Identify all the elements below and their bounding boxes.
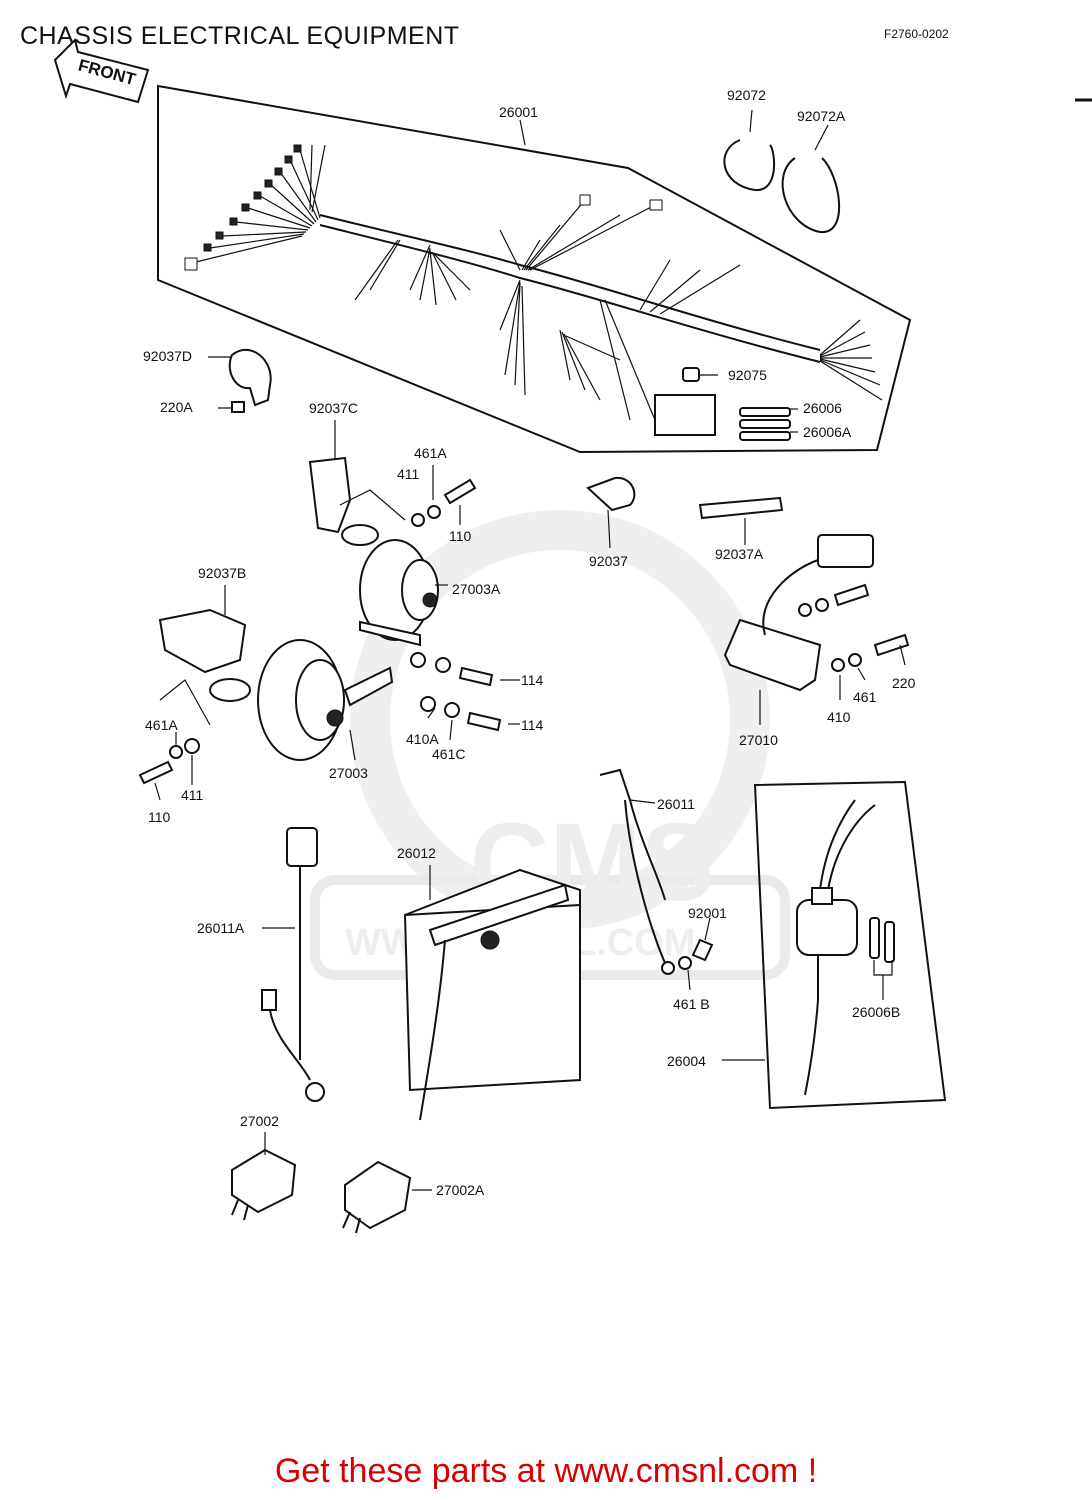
callout-92072a: 92072A (797, 108, 846, 124)
callout-114-lower: 114 (521, 717, 544, 733)
fasteners-battery (678, 938, 714, 970)
callout-114-upper: 114 (521, 672, 544, 688)
callout-410a: 410A (406, 731, 439, 747)
callout-26012: 26012 (397, 845, 436, 861)
callout-27002a: 27002A (436, 1182, 485, 1198)
callout-26011a: 26011A (197, 920, 245, 936)
callout-461b: 461 B (673, 996, 710, 1012)
callout-461a-left: 461A (145, 717, 178, 733)
regulator-27010 (723, 534, 910, 725)
callout-27002: 27002 (240, 1113, 279, 1129)
clamp-92072 (723, 139, 841, 234)
callout-27003a: 27003A (452, 581, 501, 597)
clip-92037 (586, 476, 636, 512)
callout-92037: 92037 (589, 553, 628, 569)
callout-26001: 26001 (499, 104, 538, 120)
callout-92001: 92001 (688, 905, 727, 921)
cable-26011a (261, 827, 325, 1102)
callout-92037a: 92037A (715, 546, 764, 562)
drawing-code: F2760-0202 (884, 27, 949, 41)
horn-27003 (257, 639, 394, 761)
fasteners-top (411, 478, 477, 527)
callout-92037c: 92037C (309, 400, 358, 416)
inset-26004 (753, 780, 947, 1110)
callout-411-top: 411 (397, 466, 420, 482)
callout-411-left: 411 (181, 787, 204, 803)
callout-92075: 92075 (728, 367, 767, 383)
callout-220: 220 (892, 675, 916, 691)
relay-27002 (231, 1148, 297, 1221)
page-title: CHASSIS ELECTRICAL EQUIPMENT (20, 22, 460, 50)
callout-26004: 26004 (667, 1053, 706, 1069)
leader-lines (154, 109, 906, 1191)
fasteners-mid (410, 652, 520, 732)
callout-92037b: 92037B (198, 565, 246, 581)
relay-27002a (342, 1160, 412, 1234)
callout-92037d: 92037D (143, 348, 192, 364)
callout-410: 410 (827, 709, 851, 725)
fasteners-left (138, 738, 200, 785)
callout-26011: 26011 (657, 796, 695, 812)
callout-26006b: 26006B (852, 1004, 900, 1020)
callout-461: 461 (853, 689, 877, 705)
battery-26012 (403, 865, 581, 1121)
callout-461a-top: 461A (414, 445, 447, 461)
bar-92037a (698, 496, 784, 545)
callout-220a: 220A (160, 399, 193, 415)
wiring-harness-26001 (157, 84, 912, 454)
callout-26006a: 26006A (803, 424, 852, 440)
callout-27010: 27010 (739, 732, 778, 748)
bracket-92037d (218, 348, 272, 413)
horn-27003a (359, 539, 439, 647)
callout-110-left: 110 (148, 809, 171, 825)
bracket-92037b (158, 608, 251, 726)
bracket-92037c (308, 456, 406, 546)
callout-26006: 26006 (803, 400, 842, 416)
callout-110-top: 110 (449, 528, 472, 544)
footer-link-text[interactable]: Get these parts at www.cmsnl.com ! (274, 1452, 818, 1490)
callout-27003: 27003 (329, 765, 368, 781)
callout-labels: 26001 92072 92072A 92037D 220A 92075 260… (143, 87, 916, 1198)
callout-461c: 461C (432, 746, 465, 762)
callout-92072: 92072 (727, 87, 766, 103)
